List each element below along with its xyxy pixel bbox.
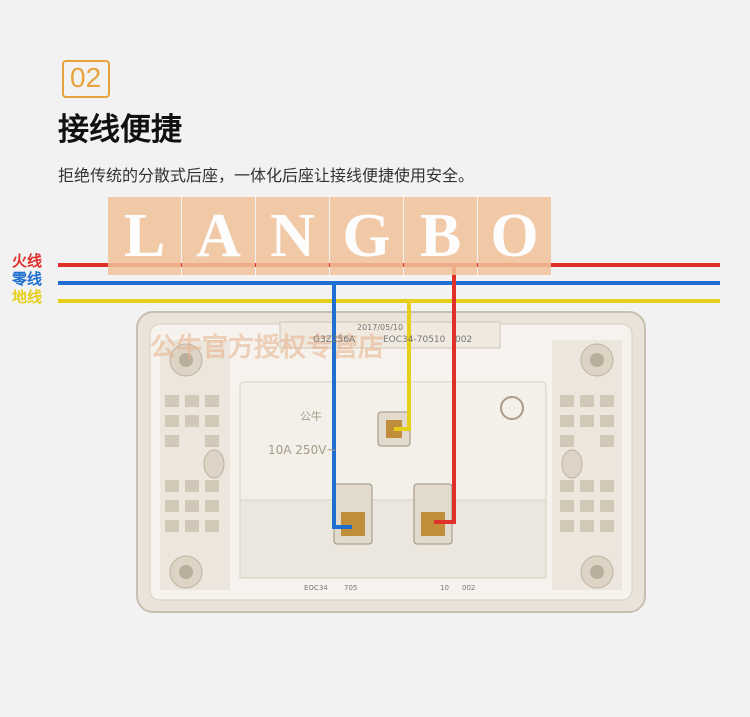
socket-brand-mark: 公牛: [300, 409, 322, 423]
socket-bottom-right2: 002: [462, 584, 475, 592]
live-terminal: [413, 483, 453, 545]
socket-bottom-mid: 705: [344, 584, 357, 592]
svg-text:公牛官方授权专营店: 公牛官方授权专营店: [150, 332, 384, 362]
brand-logo: L A N G B O: [108, 197, 552, 275]
legend-fire-label: 火线: [12, 252, 43, 270]
socket-date: 2017/05/10: [357, 323, 403, 332]
socket-serial: 002: [455, 335, 472, 345]
section-title: 接线便捷: [58, 112, 182, 148]
socket-code: EOC34-70510: [383, 335, 446, 345]
logo-letter: O: [478, 197, 551, 275]
legend-earth-label: 地线: [12, 288, 43, 306]
logo-letter: A: [182, 197, 255, 275]
fire-drop: [434, 265, 456, 524]
section-number: 02: [70, 62, 102, 93]
legend-neutral-label: 零线: [12, 270, 43, 288]
section-number-box: [62, 60, 110, 98]
socket-bottom-left: EOC34: [304, 584, 328, 592]
logo-letter: L: [108, 197, 181, 275]
logo-letter: G: [330, 197, 403, 275]
logo-letter: B: [404, 197, 477, 275]
rib-cells: [165, 395, 614, 532]
section-description: 拒绝传统的分散式后座，一体化后座让接线便捷使用安全。: [58, 166, 475, 185]
socket-bottom-right1: 10: [440, 584, 449, 592]
socket-rating: 10A 250V~: [268, 443, 336, 457]
ccc-mark: [500, 396, 524, 420]
logo-letter: N: [256, 197, 329, 275]
socket-model: G3Z256A: [313, 335, 356, 345]
label-strip: [279, 321, 501, 349]
screw-holes: [169, 343, 614, 589]
neutral-drop: [332, 283, 352, 529]
earth-drop: [394, 301, 411, 431]
neutral-terminal: [333, 483, 373, 545]
terminal-lower: [239, 499, 547, 579]
